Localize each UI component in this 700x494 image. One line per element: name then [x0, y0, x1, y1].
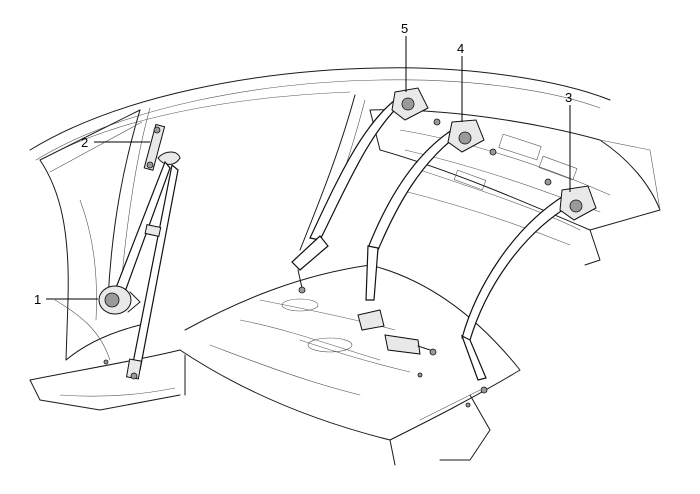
left-seat-belt-assembly: [98, 123, 181, 380]
c-pillar: [299, 94, 366, 251]
callout-labels: 1 2 3 4 5: [34, 21, 572, 307]
callout-2: 2: [81, 135, 88, 150]
callout-3: 3: [565, 90, 572, 105]
rear-right-belt: [460, 185, 597, 394]
rear-center-belt: [365, 119, 485, 356]
rear-left-belt: [291, 87, 429, 331]
d-ring: [157, 151, 181, 165]
mounting-bolts: [103, 118, 552, 408]
left-pillar: [29, 107, 181, 381]
height-adjuster: [143, 123, 166, 171]
callout-leaders: [46, 36, 571, 300]
callout-1: 1: [34, 292, 41, 307]
callout-5: 5: [401, 21, 408, 36]
callout-4: 4: [457, 41, 464, 56]
roof-outline: [29, 67, 611, 161]
